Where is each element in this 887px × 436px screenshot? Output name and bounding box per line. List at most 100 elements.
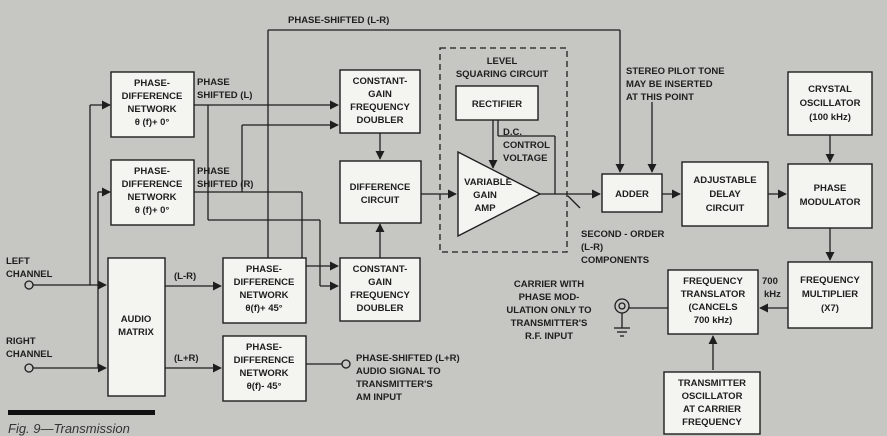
block-doubler-top: CONSTANT- GAIN FREQUENCY DOUBLER	[339, 69, 421, 134]
label-lr-audio-note-4: AM INPUT	[356, 392, 402, 403]
signal-lines	[24, 29, 835, 373]
block-crystal-oscillator: CRYSTAL OSCILLATOR (100 kHz)	[787, 71, 873, 136]
delay-line-2: DELAY	[709, 189, 741, 200]
adder-label: ADDER	[615, 189, 649, 200]
block-difference-circuit: DIFFERENCE CIRCUIT	[339, 160, 422, 224]
label-carrier-note-1: CARRIER WITH	[514, 279, 584, 290]
label-phase-shifted-lr: PHASE-SHIFTED (L-R)	[288, 15, 389, 26]
label-second-order-2: (L-R)	[581, 242, 603, 253]
label-stereo-pilot-3: AT THIS POINT	[626, 92, 694, 103]
pdn3-line-2: DIFFERENCE	[234, 277, 295, 288]
crystal-line-2: OSCILLATOR	[800, 98, 861, 109]
label-700khz-1: 700	[762, 276, 778, 287]
label-dc-control-1: D.C.	[503, 127, 522, 138]
block-variable-gain-amp: VARIABLE GAIN AMP	[457, 150, 542, 238]
label-left-channel-2: CHANNEL	[6, 269, 53, 280]
block-delay: ADJUSTABLE DELAY CIRCUIT	[681, 161, 769, 227]
doubler-top-line-2: GAIN	[368, 89, 392, 100]
label-lr-audio-note-3: TRANSMITTER'S	[356, 379, 433, 390]
tx-osc-line-2: OSCILLATOR	[682, 391, 743, 402]
label-700khz-2: kHz	[764, 289, 781, 300]
label-phase-shifted-l-1: PHASE	[197, 77, 230, 88]
pdn4-line-2: DIFFERENCE	[234, 355, 295, 366]
label-second-order-3: COMPONENTS	[581, 255, 649, 266]
doubler-bottom-line-4: DOUBLER	[357, 303, 404, 314]
pdn1-line-1: PHASE-	[134, 78, 170, 89]
label-level-squaring-2: SQUARING CIRCUIT	[456, 69, 549, 80]
tx-osc-line-1: TRANSMITTER	[678, 378, 746, 389]
block-pdn3: PHASE- DIFFERENCE NETWORK θ(f)+ 45°	[222, 257, 307, 324]
label-phase-shifted-r-1: PHASE	[197, 166, 230, 177]
translator-line-1: FREQUENCY	[683, 276, 743, 287]
crystal-line-3: (100 kHz)	[809, 112, 851, 123]
figure-caption: Fig. 9—Transmission	[8, 421, 130, 436]
translator-line-4: 700 kHz)	[694, 315, 733, 326]
pdn2-line-1: PHASE-	[134, 166, 170, 177]
delay-line-3: CIRCUIT	[706, 203, 745, 214]
pdn3-line-4: θ(f)+ 45°	[245, 303, 282, 314]
block-pdn4: PHASE- DIFFERENCE NETWORK θ(f)- 45°	[222, 335, 307, 402]
multiplier-line-2: MULTIPLIER	[802, 289, 858, 300]
block-adder: ADDER	[601, 173, 663, 213]
vga-line-2: GAIN	[473, 190, 497, 201]
label-phase-shifted-r-2: SHIFTED (R)	[197, 179, 253, 190]
block-audio-matrix: AUDIO MATRIX	[107, 257, 166, 397]
label-phase-shifted-l-2: SHIFTED (L)	[197, 90, 252, 101]
pdn4-line-4: θ(f)- 45°	[247, 381, 282, 392]
doubler-top-line-1: CONSTANT-	[353, 76, 408, 87]
doubler-top-line-4: DOUBLER	[357, 115, 404, 126]
label-lr-audio-note-2: AUDIO SIGNAL TO	[356, 366, 441, 377]
rectifier-label: RECTIFIER	[472, 99, 522, 110]
level-squaring-region	[439, 47, 568, 253]
phase-mod-line-1: PHASE	[814, 183, 847, 194]
label-carrier-note-3: ULATION ONLY TO	[506, 305, 591, 316]
label-l-plus-r: (L+R)	[174, 353, 199, 364]
pdn2-line-4: θ (f)+ 0°	[135, 205, 170, 216]
doubler-top-line-3: FREQUENCY	[350, 102, 410, 113]
label-l-minus-r: (L-R)	[174, 271, 196, 282]
block-transmitter-oscillator: TRANSMITTER OSCILLATOR AT CARRIER FREQUE…	[663, 371, 761, 435]
audio-matrix-line-2: MATRIX	[118, 327, 154, 338]
label-right-channel-2: CHANNEL	[6, 349, 53, 360]
pdn1-line-4: θ (f)+ 0°	[135, 117, 170, 128]
doubler-bottom-line-3: FREQUENCY	[350, 290, 410, 301]
multiplier-line-1: FREQUENCY	[800, 275, 860, 286]
vga-line-3: AMP	[474, 203, 496, 214]
tx-osc-line-4: FREQUENCY	[682, 417, 742, 428]
label-right-channel-1: RIGHT	[6, 336, 36, 347]
label-stereo-pilot-1: STEREO PILOT TONE	[626, 66, 725, 77]
pdn3-line-3: NETWORK	[239, 290, 288, 301]
translator-line-2: TRANSLATOR	[681, 289, 746, 300]
label-second-order-1: SECOND - ORDER	[581, 229, 665, 240]
label-level-squaring-1: LEVEL	[487, 56, 518, 67]
tx-osc-line-3: AT CARRIER	[683, 404, 741, 415]
label-left-channel-1: LEFT	[6, 256, 30, 267]
label-stereo-pilot-2: MAY BE INSERTED	[626, 79, 713, 90]
pdn2-line-2: DIFFERENCE	[122, 179, 183, 190]
vga-line-1: VARIABLE	[464, 177, 512, 188]
pdn3-line-1: PHASE-	[246, 264, 282, 275]
block-phase-modulator: PHASE MODULATOR	[787, 163, 873, 229]
crystal-line-1: CRYSTAL	[808, 84, 852, 95]
translator-line-3: (CANCELS	[688, 302, 737, 313]
label-carrier-note-5: R.F. INPUT	[525, 331, 573, 342]
label-lr-audio-note-1: PHASE-SHIFTED (L+R)	[356, 353, 460, 364]
label-dc-control-3: VOLTAGE	[503, 153, 548, 164]
pdn1-line-2: DIFFERENCE	[122, 91, 183, 102]
block-frequency-multiplier: FREQUENCY MULTIPLIER (X7)	[787, 261, 873, 329]
label-dc-control-2: CONTROL	[503, 140, 550, 151]
block-frequency-translator: FREQUENCY TRANSLATOR (CANCELS 700 kHz)	[667, 269, 759, 335]
audio-matrix-line-1: AUDIO	[121, 314, 152, 325]
phase-mod-line-2: MODULATOR	[800, 197, 861, 208]
block-pdn2: PHASE- DIFFERENCE NETWORK θ (f)+ 0°	[110, 159, 195, 226]
pdn4-line-1: PHASE-	[246, 342, 282, 353]
label-carrier-note-4: TRANSMITTER'S	[511, 318, 588, 329]
pdn2-line-3: NETWORK	[127, 192, 176, 203]
delay-line-1: ADJUSTABLE	[693, 175, 756, 186]
difference-line-2: CIRCUIT	[361, 195, 400, 206]
multiplier-line-3: (X7)	[821, 303, 839, 314]
difference-line-1: DIFFERENCE	[350, 182, 411, 193]
label-carrier-note-2: PHASE MOD-	[519, 292, 580, 303]
block-doubler-bottom: CONSTANT- GAIN FREQUENCY DOUBLER	[339, 257, 421, 322]
